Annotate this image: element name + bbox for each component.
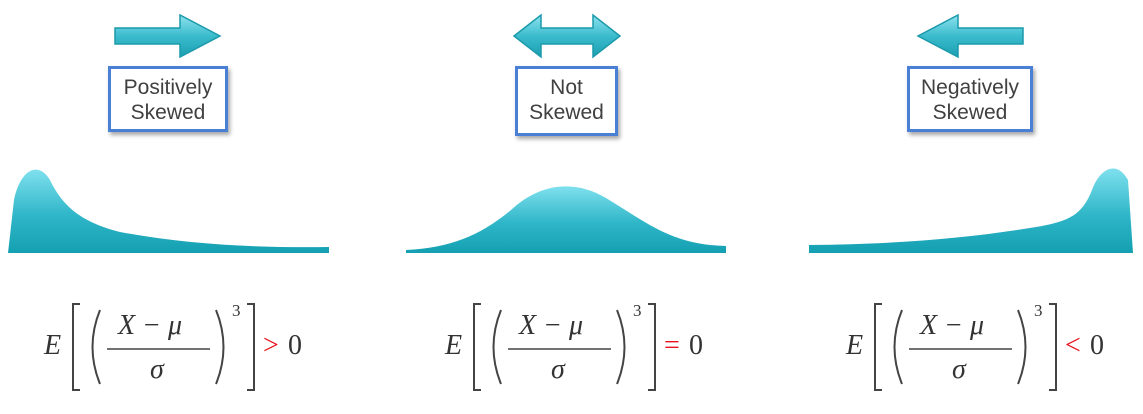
symmetric-distribution-curve — [406, 186, 726, 253]
label-line-2: Skewed — [529, 101, 604, 124]
arrow-right-icon — [114, 13, 222, 59]
no-skew-panel: Not Skewed E X − μ σ 3 = 0 — [381, 0, 762, 414]
label-line-2: Skewed — [130, 101, 206, 124]
positive-skew-label: Positively Skewed — [108, 66, 228, 132]
right-skewed-distribution-curve — [8, 169, 329, 253]
skewness-formula-positive: E X − μ σ 3 > 0 — [40, 296, 340, 396]
skewness-formula-neutral: E X − μ σ 3 = 0 — [441, 296, 741, 396]
no-skew-label: Not Skewed — [515, 66, 618, 136]
left-skewed-distribution-curve — [809, 168, 1133, 253]
label-line-1: Negatively — [920, 76, 1020, 99]
label-line-2: Skewed — [932, 101, 1008, 124]
denominator: σ — [551, 354, 565, 385]
skewness-formula-negative: E X − μ σ 3 < 0 — [842, 296, 1142, 396]
comparison-value: 0 — [1090, 330, 1104, 361]
exponent: 3 — [1034, 301, 1043, 320]
relation-symbol: < — [1065, 330, 1081, 361]
denominator: σ — [150, 354, 164, 385]
positive-skew-panel: Positively Skewed E X − μ σ 3 > 0 — [0, 0, 381, 414]
relation-symbol: > — [263, 330, 279, 361]
denominator: σ — [952, 354, 966, 385]
relation-symbol: = — [664, 330, 680, 361]
negative-skew-panel: Negatively Skewed E X − μ σ 3 < 0 — [762, 0, 1143, 414]
numerator: X − μ — [118, 310, 183, 341]
arrow-left-right-icon — [512, 13, 622, 59]
expectation-symbol: E — [445, 330, 463, 361]
label-line-1: Not — [550, 76, 583, 99]
numerator: X − μ — [920, 310, 985, 341]
numerator: X − μ — [519, 310, 584, 341]
negative-skew-label: Negatively Skewed — [907, 66, 1033, 132]
arrow-left-icon — [916, 13, 1024, 59]
expectation-symbol: E — [846, 330, 864, 361]
exponent: 3 — [633, 301, 642, 320]
expectation-symbol: E — [44, 330, 62, 361]
label-line-1: Positively — [123, 76, 213, 99]
comparison-value: 0 — [689, 330, 703, 361]
exponent: 3 — [232, 301, 241, 320]
comparison-value: 0 — [288, 330, 302, 361]
